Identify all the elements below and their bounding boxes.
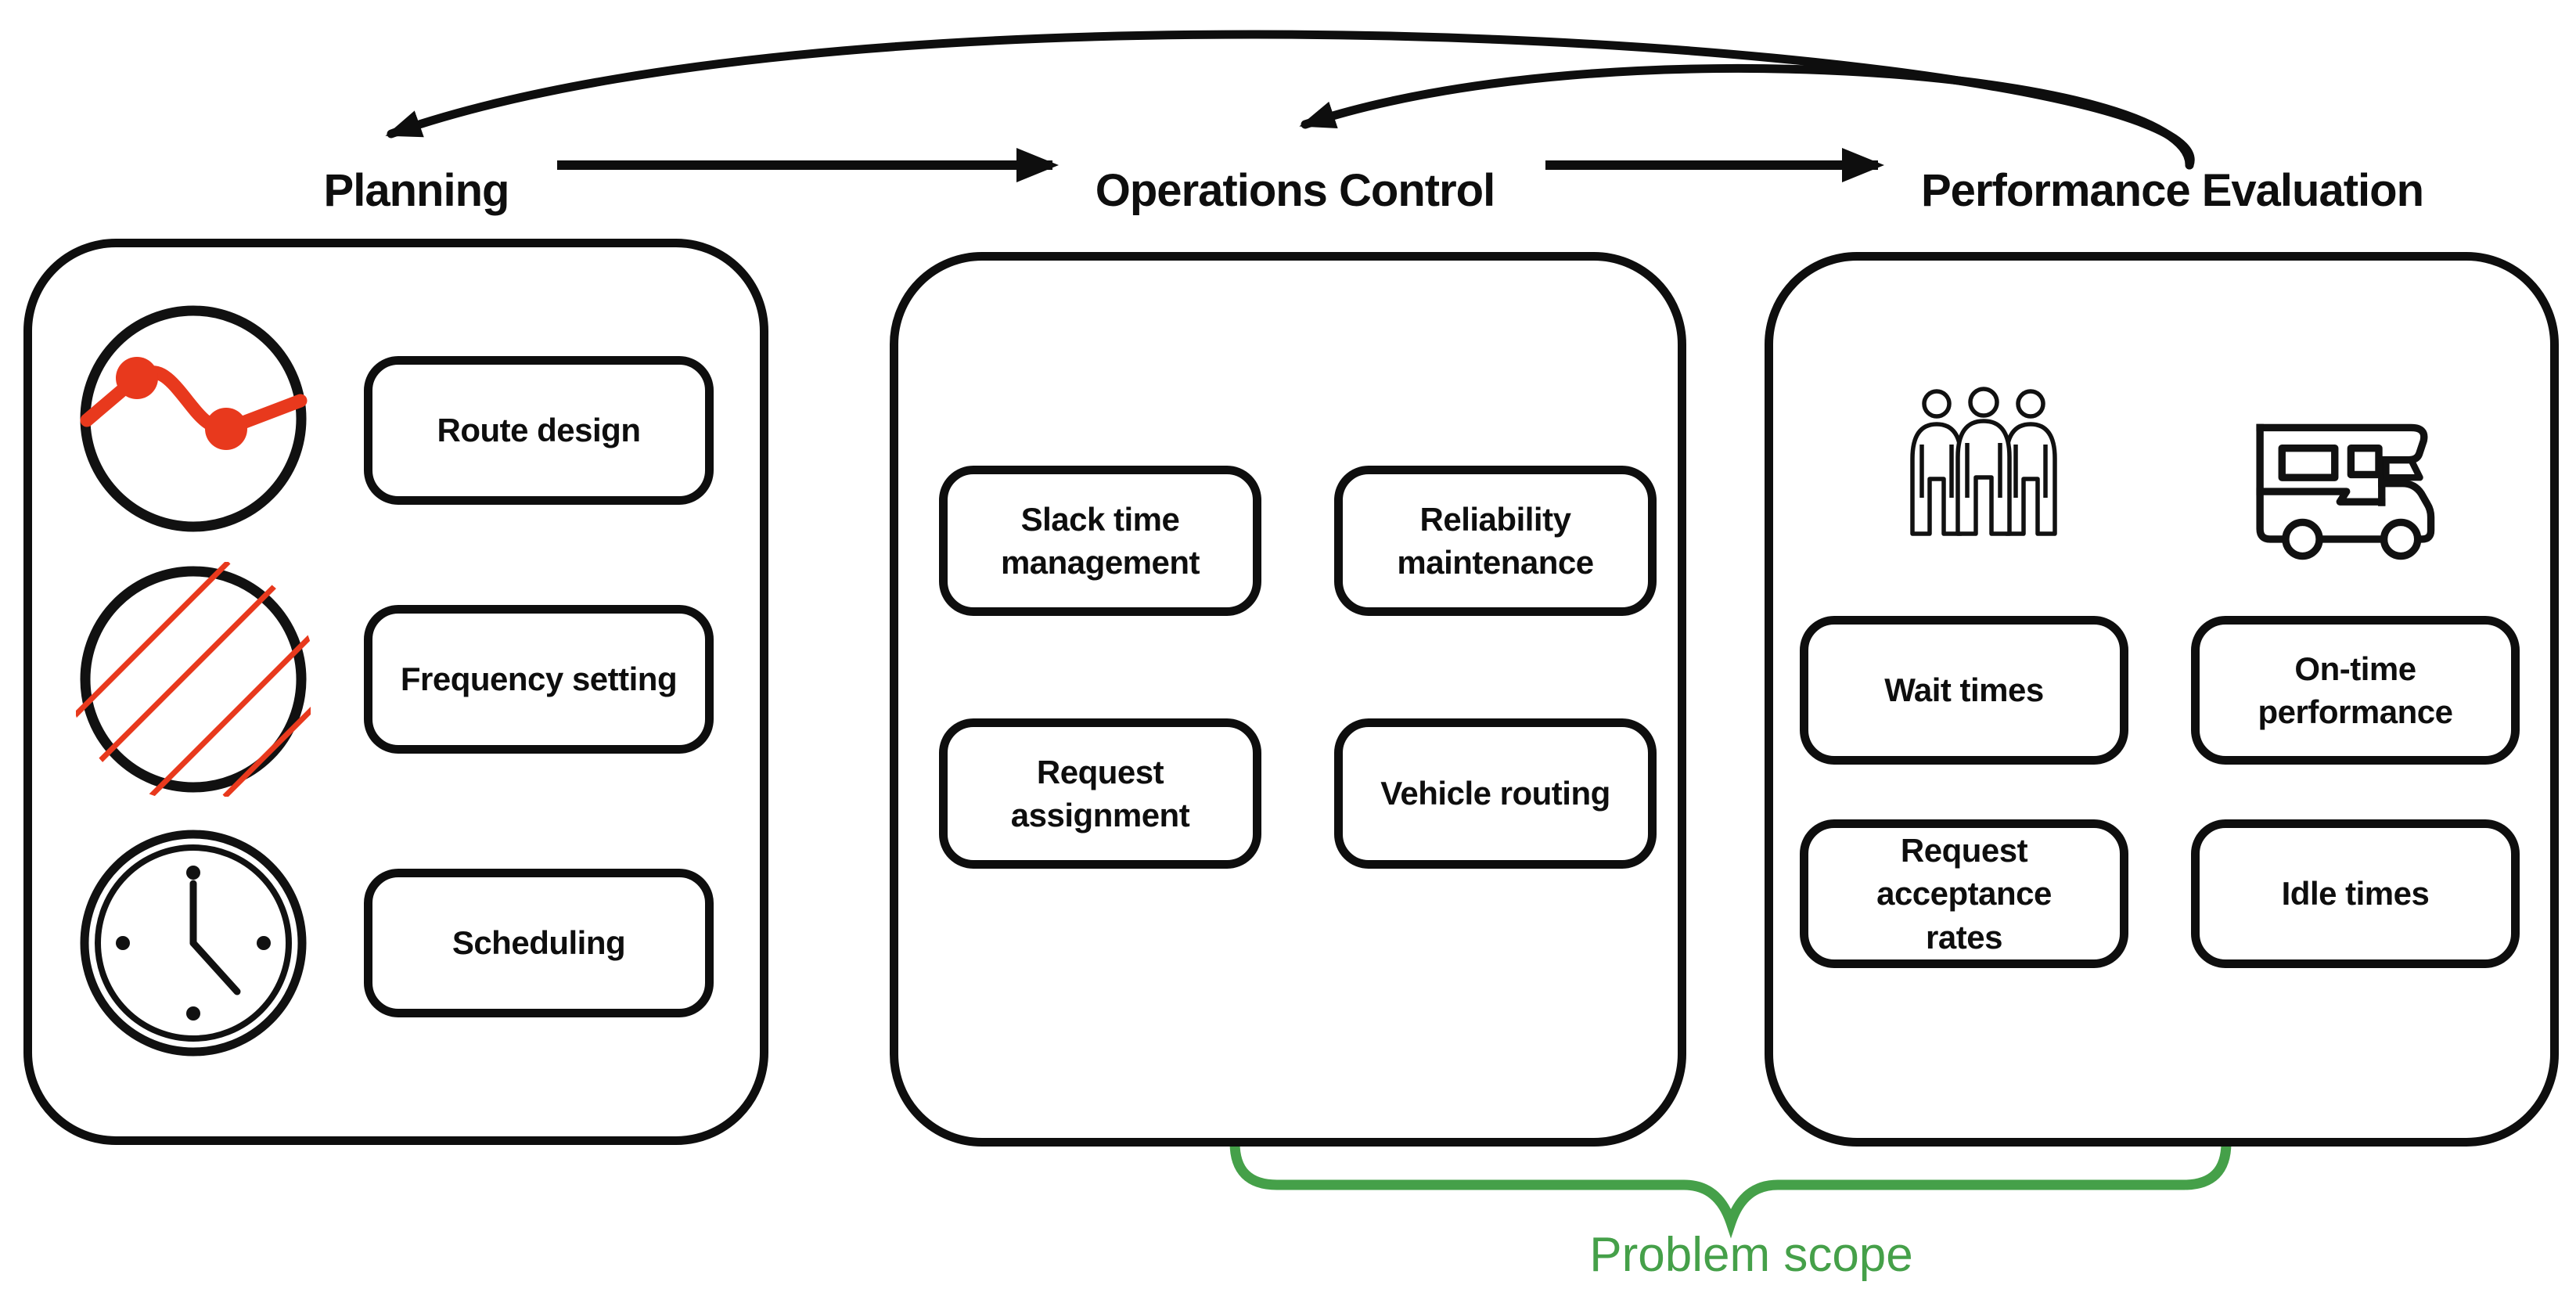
operations-control-box: Slack time management Reliability mainte…: [890, 252, 1686, 1147]
planning-item-scheduling: Scheduling: [364, 869, 714, 1017]
problem-scope-brace: [1229, 1137, 2232, 1239]
performance-item-wait-times: Wait times: [1800, 616, 2128, 765]
phase-title-performance: Performance Evaluation: [1921, 165, 2424, 216]
feedback-arrow-to-planning: [385, 30, 2195, 170]
phase-title-planning: Planning: [323, 165, 510, 216]
hatched-circle-icon: [76, 562, 311, 797]
planning-item-route-design: Route design: [364, 356, 714, 505]
operations-item-vehicle-routing: Vehicle routing: [1334, 718, 1657, 869]
planning-box: Route design Frequency setting Schedulin…: [23, 239, 768, 1145]
passengers-icon: [1910, 387, 2057, 536]
clock-icon: [80, 830, 307, 1057]
performance-item-on-time-performance: On-time performance: [2191, 616, 2520, 765]
phase-title-operations: Operations Control: [1095, 165, 1495, 216]
performance-evaluation-box: Wait times On-time performance Request a…: [1765, 252, 2559, 1147]
operations-item-reliability-maintenance: Reliability maintenance: [1334, 466, 1657, 616]
planning-item-frequency-setting: Frequency setting: [364, 605, 714, 754]
feedback-arrow-to-operations: [1299, 63, 2194, 170]
performance-item-idle-times: Idle times: [2191, 819, 2520, 968]
performance-item-request-acceptance-rates: Request acceptance rates: [1800, 819, 2128, 968]
route-chart-icon: [80, 305, 308, 532]
operations-item-request-assignment: Request assignment: [939, 718, 1261, 869]
problem-scope-label: Problem scope: [1589, 1228, 1913, 1282]
operations-item-slack-time-management: Slack time management: [939, 466, 1261, 616]
camper-van-icon: [2256, 423, 2435, 560]
